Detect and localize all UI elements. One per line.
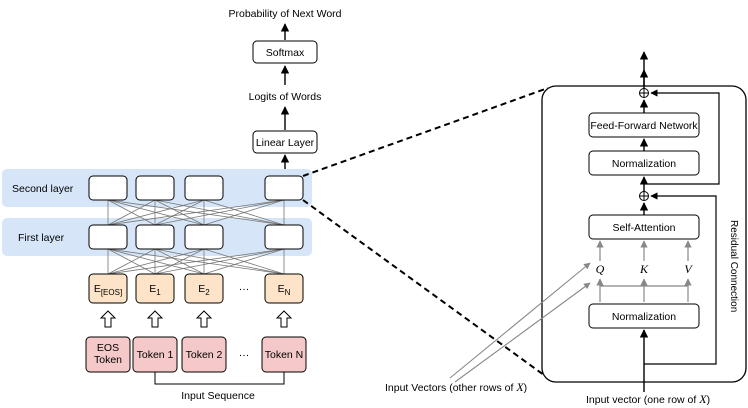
norm-bottom-label: Normalization	[612, 311, 676, 323]
second-layer-node	[264, 175, 304, 201]
layer-connection	[154, 199, 205, 226]
input-vector-label: Input vector (one row of X)	[586, 392, 710, 406]
layer-connection	[203, 248, 285, 275]
embedding-1	[135, 273, 175, 304]
input-sequence-label: Input Sequence	[181, 390, 255, 402]
layer-connection	[107, 248, 156, 275]
ffn-label: Feed-Forward Network	[590, 120, 698, 132]
residual-label: Residual Connection	[728, 220, 739, 312]
linear-layer-box	[252, 130, 318, 154]
linear-layer-label: Linear Layer	[256, 137, 315, 149]
zoom-line-bottom	[302, 199, 549, 379]
embedding-dots: ···	[239, 283, 250, 295]
embedding-1-label: E1	[149, 283, 161, 297]
layer-connection	[107, 199, 285, 226]
up-arrow-icon	[195, 310, 213, 328]
layer-connection	[154, 248, 205, 275]
token-2	[181, 336, 227, 373]
first-layer-node	[184, 224, 224, 250]
first-layer-node	[135, 224, 175, 250]
token-eos	[85, 336, 131, 373]
up-arrow-icon	[146, 310, 164, 328]
layer-connection	[154, 199, 285, 226]
norm-bottom-box	[588, 303, 700, 329]
token-eos-line: EOS	[97, 342, 119, 354]
embedding-eos	[88, 273, 128, 304]
second-layer-node	[135, 175, 175, 201]
q-label: Q	[596, 262, 605, 276]
v-label: V	[684, 262, 693, 276]
probability-label: Probability of Next Word	[228, 8, 341, 20]
zoom-line-top	[302, 87, 549, 177]
second-layer-node	[88, 175, 128, 201]
token-n-label: Token N	[265, 349, 304, 361]
first-layer-node	[88, 224, 128, 250]
layer-connection	[107, 248, 285, 275]
up-arrow-icon	[99, 310, 117, 328]
softmax-label: Softmax	[266, 47, 305, 59]
token-eos-line: Token	[94, 354, 122, 366]
second-layer-node	[184, 175, 224, 201]
self-attention-label: Self-Attention	[612, 222, 675, 234]
token-1-label: Token 1	[137, 349, 174, 361]
softmax-box	[252, 40, 318, 64]
embedding-2-label: E2	[198, 283, 210, 297]
up-arrow-icon	[275, 310, 293, 328]
input-vectors-label: Input Vectors (other rows of X)	[385, 380, 527, 394]
second-layer-label: Second layer	[12, 183, 74, 195]
layer-connection	[107, 199, 205, 226]
first-layer-node	[264, 224, 304, 250]
embedding-eos-label: E[EOS]	[94, 283, 122, 297]
input-sequence-bracket	[154, 372, 285, 385]
layer-connection	[107, 248, 205, 275]
layer-connection	[203, 199, 285, 226]
token-2-label: Token 2	[186, 349, 223, 361]
embedding-n	[264, 273, 304, 304]
norm-top-label: Normalization	[612, 158, 676, 170]
layer-connection	[107, 199, 156, 226]
logits-label: Logits of Words	[249, 91, 322, 103]
embedding-n-label: EN	[278, 283, 291, 297]
embedding-2	[184, 273, 224, 304]
layer-connection	[154, 248, 285, 275]
k-label: K	[639, 262, 649, 276]
token-dots: ···	[239, 349, 250, 361]
first-layer-label: First layer	[18, 232, 65, 244]
